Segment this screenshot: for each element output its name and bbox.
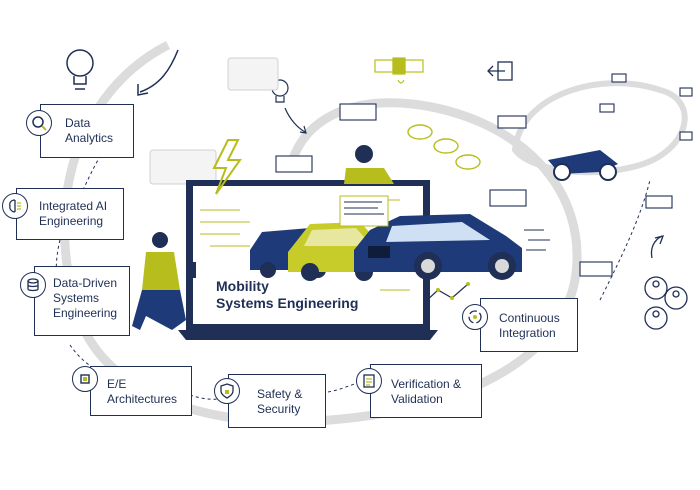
capability-label: Data-Driven Systems Engineering	[53, 276, 118, 320]
person-sitting	[132, 232, 196, 330]
capability-label: Verification & Validation	[391, 377, 462, 406]
chip-icon	[72, 366, 98, 392]
capability-label: Data Analytics	[65, 116, 114, 145]
code-panel	[339, 195, 389, 227]
lightning-icon	[212, 139, 242, 195]
capability-safety-security[interactable]: Safety & Security	[228, 374, 326, 428]
satellite-icon	[374, 57, 424, 84]
capability-data-driven[interactable]: Data-Driven Systems Engineering	[34, 266, 130, 336]
capability-continuous-integration[interactable]: Continuous Integration	[480, 298, 578, 352]
capability-label: Continuous Integration	[499, 311, 560, 340]
capability-data-analytics[interactable]: Data Analytics	[40, 104, 134, 158]
capability-label: E/E Architectures	[107, 377, 178, 406]
exit-icon	[487, 61, 513, 81]
connected-cars-icon	[407, 124, 481, 170]
checklist-icon	[356, 368, 382, 394]
scooter-icon	[548, 150, 618, 181]
capability-ee-architectures[interactable]: E/E Architectures	[90, 366, 192, 416]
brain-circuit-icon	[2, 193, 28, 219]
capability-integrated-ai[interactable]: Integrated AI Engineering	[16, 188, 124, 240]
capability-verification-validation[interactable]: Verification & Validation	[370, 364, 482, 418]
speed-lines	[524, 229, 550, 251]
database-icon	[20, 272, 46, 298]
users-icon	[644, 235, 688, 330]
faded-cards	[149, 57, 279, 185]
capability-label: Safety & Security	[257, 387, 303, 416]
lightbulb-icon	[66, 49, 94, 90]
shield-lock-icon	[214, 378, 240, 404]
capability-label: Integrated AI Engineering	[39, 199, 108, 228]
car-blue	[354, 214, 522, 280]
message-boxes	[275, 73, 693, 277]
magnifier-chart-icon	[26, 110, 52, 136]
person-top	[344, 145, 394, 184]
curved-arrow	[139, 49, 179, 93]
arrowhead	[137, 84, 149, 96]
center-title: Mobility Systems Engineering	[216, 278, 359, 311]
mini-line-chart	[423, 282, 470, 304]
cycle-target-icon	[462, 304, 488, 330]
